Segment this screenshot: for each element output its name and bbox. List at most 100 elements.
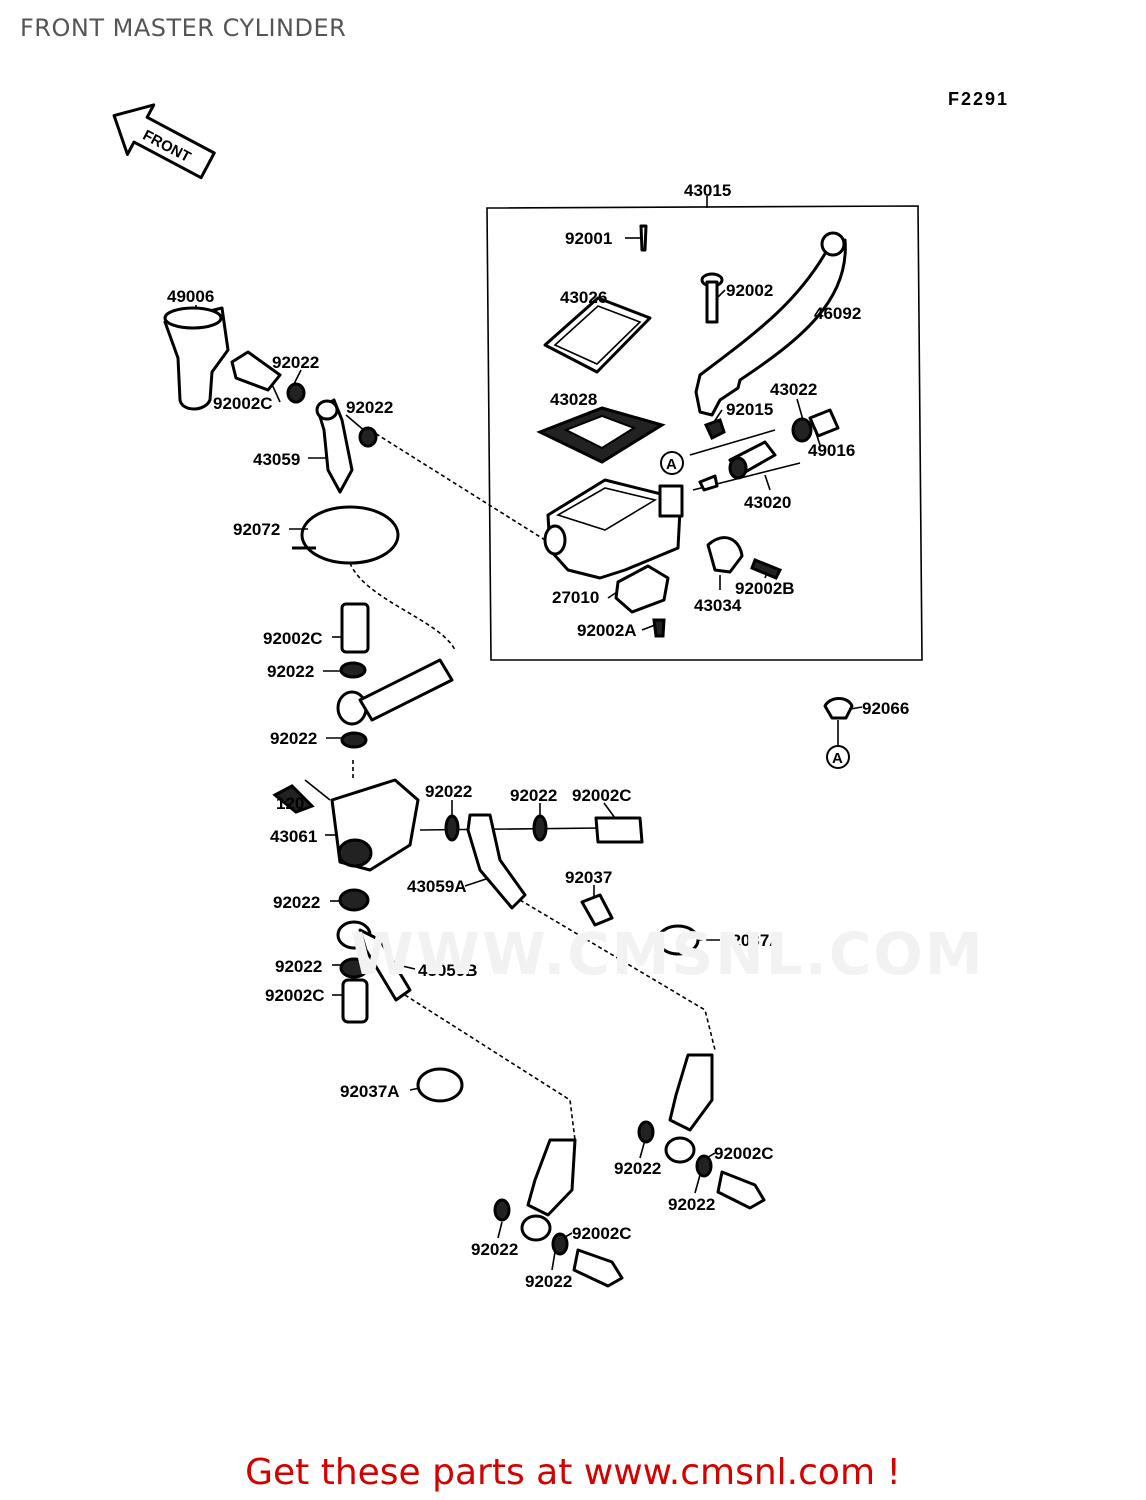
banjo-bolt-side-92002C bbox=[594, 816, 644, 844]
callout-43034: 43034 bbox=[694, 596, 742, 615]
pivot-bolt-92002 bbox=[700, 272, 724, 324]
page-title: FRONT MASTER CYLINDER bbox=[20, 14, 347, 42]
callout-43061: 43061 bbox=[270, 827, 317, 846]
clamp-92072 bbox=[292, 505, 400, 565]
hose-fitting-43059B bbox=[336, 920, 412, 1002]
callout-27010: 27010 bbox=[552, 588, 599, 607]
callout-92022-b: 92022 bbox=[346, 398, 393, 417]
callout-43020: 43020 bbox=[744, 493, 791, 512]
washer-low-2 bbox=[339, 957, 369, 979]
washer-top-2 bbox=[358, 426, 378, 448]
screw-92002A bbox=[652, 618, 666, 638]
banjo-bolt-low-92002C bbox=[341, 978, 369, 1024]
hose-fitting-43059A bbox=[466, 813, 527, 910]
callout-92022-g: 92022 bbox=[273, 893, 320, 912]
callout-92015: 92015 bbox=[726, 400, 773, 419]
clamp-92037A-left bbox=[416, 1067, 464, 1103]
footer-link[interactable]: Get these parts at www.cmsnl.com ! bbox=[245, 1452, 901, 1493]
bolt-120 bbox=[272, 784, 315, 814]
reference-mark-a-bottom: A bbox=[826, 745, 850, 769]
washer-right-1 bbox=[637, 1120, 655, 1144]
banjo-bolt-top-92002C bbox=[230, 350, 282, 392]
callout-43059A: 43059A bbox=[407, 877, 467, 896]
callout-49016: 49016 bbox=[808, 441, 855, 460]
washer-left-2 bbox=[551, 1232, 569, 1256]
nut-92015 bbox=[703, 418, 726, 441]
diaphragm-43028 bbox=[536, 406, 666, 464]
hose-fitting-43059 bbox=[315, 398, 354, 494]
callout-43028: 43028 bbox=[550, 390, 597, 409]
callout-49006: 49006 bbox=[167, 287, 214, 306]
callout-92002C-d: 92002C bbox=[265, 986, 325, 1005]
callout-43026: 43026 bbox=[560, 288, 607, 307]
clip-92037 bbox=[580, 893, 614, 927]
dust-cover-49016 bbox=[808, 408, 840, 438]
callout-120: 120 bbox=[276, 794, 304, 813]
piston-set-43020 bbox=[698, 440, 777, 492]
callout-92022-h: 92022 bbox=[275, 957, 322, 976]
callout-92066: 92066 bbox=[862, 699, 909, 718]
washer-right-2 bbox=[695, 1154, 713, 1178]
callout-43015: 43015 bbox=[684, 181, 731, 200]
callout-92037: 92037 bbox=[565, 868, 612, 887]
front-arrow-icon: FRONT bbox=[112, 103, 216, 180]
washer-low-1 bbox=[338, 888, 370, 912]
caliper-fitting-right bbox=[664, 1053, 714, 1164]
callout-43059: 43059 bbox=[253, 450, 300, 469]
callout-92022-d: 92022 bbox=[270, 729, 317, 748]
callout-92002C-f: 92002C bbox=[572, 1224, 632, 1243]
callout-92072: 92072 bbox=[233, 520, 280, 539]
callout-92002C-e: 92002C bbox=[714, 1144, 774, 1163]
callout-46092: 46092 bbox=[814, 304, 861, 323]
callout-92002C-b: 92002C bbox=[263, 629, 323, 648]
callout-92022-c: 92022 bbox=[267, 662, 314, 681]
callout-labels: 43015 92001 43026 92002 46092 43028 4302… bbox=[167, 181, 909, 1291]
callout-92002B: 92002B bbox=[735, 579, 795, 598]
bolt-92002B bbox=[750, 558, 783, 580]
banjo-bolt-right-92002C bbox=[716, 1170, 766, 1210]
callout-92022-a: 92022 bbox=[272, 353, 319, 372]
washer-joint-1 bbox=[444, 814, 460, 842]
boot-43022 bbox=[791, 417, 813, 443]
callout-92002C-a: 92002C bbox=[213, 394, 273, 413]
callout-92002C-c: 92002C bbox=[572, 786, 632, 805]
callout-92002: 92002 bbox=[726, 281, 773, 300]
cap-49006 bbox=[163, 306, 230, 411]
callout-92022-e: 92022 bbox=[425, 782, 472, 801]
hose-fitting-mid bbox=[336, 658, 454, 726]
callout-92002A: 92002A bbox=[577, 621, 637, 640]
cap-92066 bbox=[823, 697, 854, 720]
washer-mid-1 bbox=[339, 661, 367, 679]
washer-joint-2 bbox=[532, 814, 548, 842]
svg-text:A: A bbox=[666, 456, 677, 473]
assembly-box-43015 bbox=[486, 205, 923, 661]
callout-92022-l: 92022 bbox=[525, 1272, 572, 1291]
callout-92022-j: 92022 bbox=[668, 1195, 715, 1214]
callout-92037A-a: 92037A bbox=[722, 931, 782, 950]
master-cylinder-body bbox=[543, 478, 684, 580]
callout-92001: 92001 bbox=[565, 229, 612, 248]
callout-92022-k: 92022 bbox=[471, 1240, 518, 1259]
caliper-fitting-left bbox=[520, 1138, 577, 1242]
holder-43034 bbox=[706, 536, 744, 574]
brake-switch-27010 bbox=[614, 564, 670, 614]
washer-mid-2 bbox=[340, 731, 368, 749]
washer-left-1 bbox=[493, 1198, 511, 1222]
callout-92022-i: 92022 bbox=[614, 1159, 661, 1178]
banjo-bolt-left-92002C bbox=[572, 1248, 624, 1288]
screw-92001 bbox=[639, 224, 648, 252]
brake-lever-46092 bbox=[694, 231, 847, 417]
joint-43061 bbox=[330, 778, 420, 872]
parts-diagram: F2291 FRONT bbox=[112, 89, 1009, 1291]
washer-top-1 bbox=[286, 382, 306, 404]
reference-mark-a-top: A bbox=[660, 451, 684, 475]
watermark: WWW.CMSNL.COM bbox=[350, 920, 985, 988]
callout-43022: 43022 bbox=[770, 380, 817, 399]
clamp-92037A-right bbox=[656, 924, 700, 956]
svg-text:A: A bbox=[832, 750, 843, 767]
callout-92037A-b: 92037A bbox=[340, 1082, 400, 1101]
banjo-bolt-mid-92002C bbox=[340, 602, 370, 654]
diagram-code: F2291 bbox=[948, 89, 1009, 109]
callout-92022-f: 92022 bbox=[510, 786, 557, 805]
callout-43059B: 43059B bbox=[418, 961, 478, 980]
